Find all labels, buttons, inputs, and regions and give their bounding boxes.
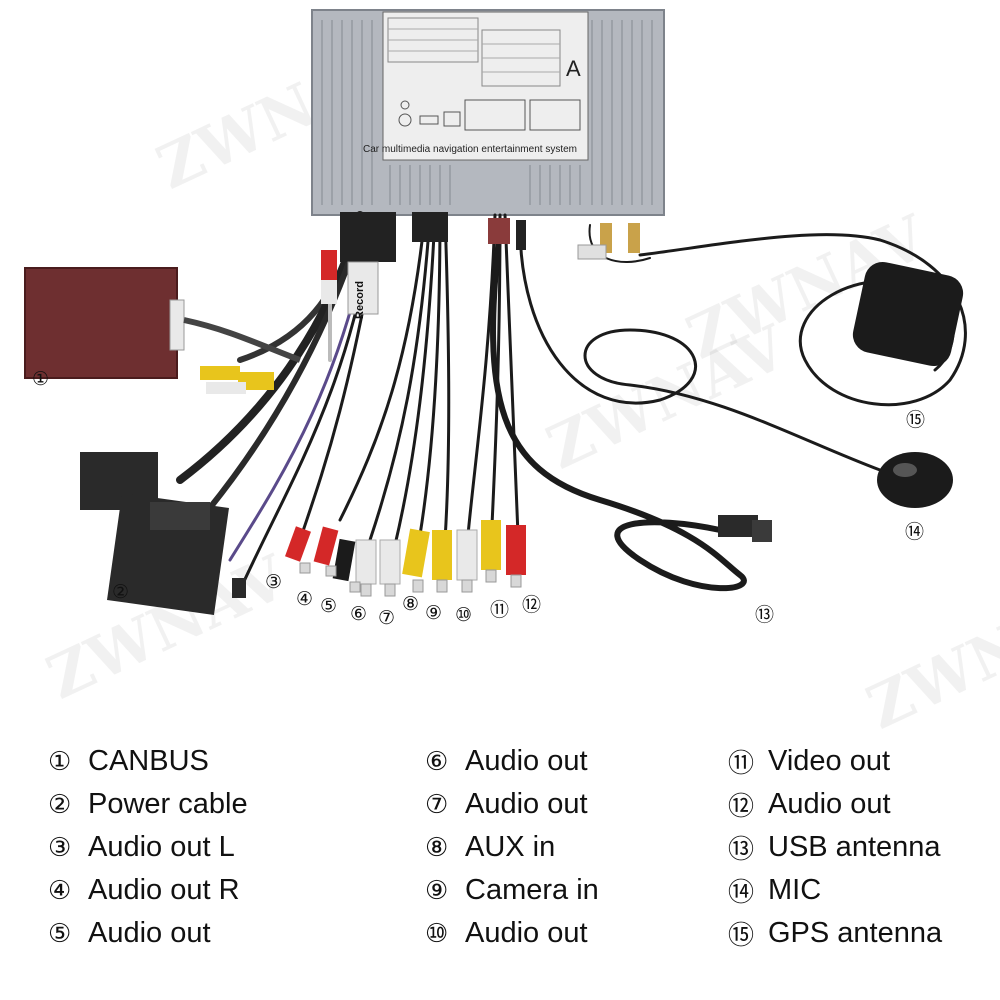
callout-12: ⑫ bbox=[522, 594, 542, 616]
legend-number: ⑪ bbox=[728, 749, 755, 779]
callout-1: ① bbox=[32, 368, 50, 390]
legend-label: AUX in bbox=[465, 831, 556, 863]
rca-plug-12 bbox=[506, 525, 526, 575]
callout-10: ⑩ bbox=[455, 604, 473, 626]
legend-item-video-out: ⑪ Video out bbox=[728, 740, 942, 783]
legend-label: Audio out bbox=[465, 788, 588, 820]
legend-number: ③ bbox=[48, 832, 72, 863]
legend-item-canbus: ① CANBUS bbox=[48, 740, 248, 783]
legend-item-audio-out-10: ⑩ Audio out bbox=[425, 912, 599, 955]
legend-label: Audio out R bbox=[88, 874, 240, 906]
rca-plug-3 bbox=[285, 526, 311, 562]
callout-8: ⑧ bbox=[402, 593, 420, 615]
legend-label: Audio out bbox=[465, 745, 588, 777]
legend-label: USB antenna bbox=[768, 831, 941, 863]
legend-label: CANBUS bbox=[88, 745, 209, 777]
callout-15: ⑮ bbox=[906, 409, 926, 431]
legend-column-2: ⑥ Audio out ⑦ Audio out ⑧ AUX in ⑨ Camera in… bbox=[425, 740, 599, 955]
callout-4: ④ bbox=[296, 588, 314, 610]
callout-14: ⑭ bbox=[905, 521, 925, 543]
callout-6: ⑥ bbox=[350, 603, 368, 625]
legend-label: Camera in bbox=[465, 874, 599, 906]
rca-plug-6 bbox=[355, 539, 377, 585]
legend-label: MIC bbox=[768, 874, 822, 906]
legend-label: Audio out L bbox=[88, 831, 235, 863]
rca-plug-9 bbox=[432, 530, 452, 580]
head-unit: A Car multimedia navigation entertainmen… bbox=[311, 9, 665, 216]
legend-item-audio-out-12: ⑫ Audio out bbox=[728, 783, 942, 826]
legend-number: ⑤ bbox=[48, 918, 72, 949]
rca-plug-11 bbox=[481, 520, 501, 570]
legend-item-aux-in: ⑧ AUX in bbox=[425, 826, 599, 869]
callout-2: ② bbox=[112, 581, 130, 603]
legend-item-audio-out-7: ⑦ Audio out bbox=[425, 783, 599, 826]
legend-number: ② bbox=[48, 789, 72, 820]
harness-label: Record bbox=[354, 281, 366, 319]
callout-11: ⑪ bbox=[490, 599, 510, 621]
unit-connectors: Record bbox=[321, 212, 640, 319]
legend-number: ④ bbox=[48, 875, 72, 906]
gold-antenna-connectors bbox=[577, 223, 640, 260]
legend-number: ⑮ bbox=[728, 921, 755, 951]
legend-item-usb-antenna: ⑬ USB antenna bbox=[728, 826, 942, 869]
mic bbox=[877, 452, 953, 508]
legend-item-audio-out-l: ③ Audio out L bbox=[48, 826, 248, 869]
rca-plug-8 bbox=[402, 528, 430, 578]
legend-number: ⑭ bbox=[728, 878, 755, 908]
legend-item-power-cable: ② Power cable bbox=[48, 783, 248, 826]
legend-item-audio-out-5: ⑤ Audio out bbox=[48, 912, 248, 955]
legend-number: ⑫ bbox=[728, 792, 755, 822]
legend-number: ⑥ bbox=[425, 746, 449, 777]
gps-antenna bbox=[852, 261, 964, 367]
legend-item-audio-out-r: ④ Audio out R bbox=[48, 869, 248, 912]
legend-number: ⑬ bbox=[728, 835, 755, 865]
rca-plug-5 bbox=[332, 538, 356, 582]
legend-number: ⑦ bbox=[425, 789, 449, 820]
rca-plug-10 bbox=[456, 529, 478, 581]
rca-plug-4 bbox=[313, 526, 339, 566]
legend-item-audio-out-6: ⑥ Audio out bbox=[425, 740, 599, 783]
callout-5: ⑤ bbox=[320, 595, 338, 617]
legend-item-mic: ⑭ MIC bbox=[728, 869, 942, 912]
usb-connector bbox=[718, 515, 772, 542]
watermark: ZWNAV bbox=[857, 572, 1000, 744]
rca-plug-7 bbox=[379, 539, 401, 585]
legend-label: Power cable bbox=[88, 788, 248, 820]
callout-3: ③ bbox=[265, 571, 283, 593]
callout-13: ⑬ bbox=[755, 604, 775, 626]
legend-number: ⑨ bbox=[425, 875, 449, 906]
legend-number: ⑧ bbox=[425, 832, 449, 863]
legend-label: GPS antenna bbox=[768, 917, 943, 949]
legend-number: ① bbox=[48, 746, 72, 777]
power-connectors bbox=[80, 452, 246, 615]
legend-item-camera-in: ⑨ Camera in bbox=[425, 869, 599, 912]
callout-9: ⑨ bbox=[425, 602, 443, 624]
device-caption: Car multimedia navigation entertainment … bbox=[363, 144, 577, 155]
rca-plugs bbox=[285, 520, 526, 597]
legend-label: Audio out bbox=[88, 917, 211, 949]
legend-label: Audio out bbox=[768, 788, 891, 820]
canbus-box bbox=[24, 267, 302, 394]
panel-marking: A bbox=[566, 56, 581, 81]
callout-7: ⑦ bbox=[378, 607, 396, 629]
legend-label: Audio out bbox=[465, 917, 588, 949]
legend-number: ⑩ bbox=[425, 918, 449, 949]
legend-item-gps-antenna: ⑮ GPS antenna bbox=[728, 912, 942, 955]
legend-column-1: ① CANBUS ② Power cable ③ Audio out L ④ Audio… bbox=[48, 740, 248, 955]
legend-label: Video out bbox=[768, 745, 891, 777]
